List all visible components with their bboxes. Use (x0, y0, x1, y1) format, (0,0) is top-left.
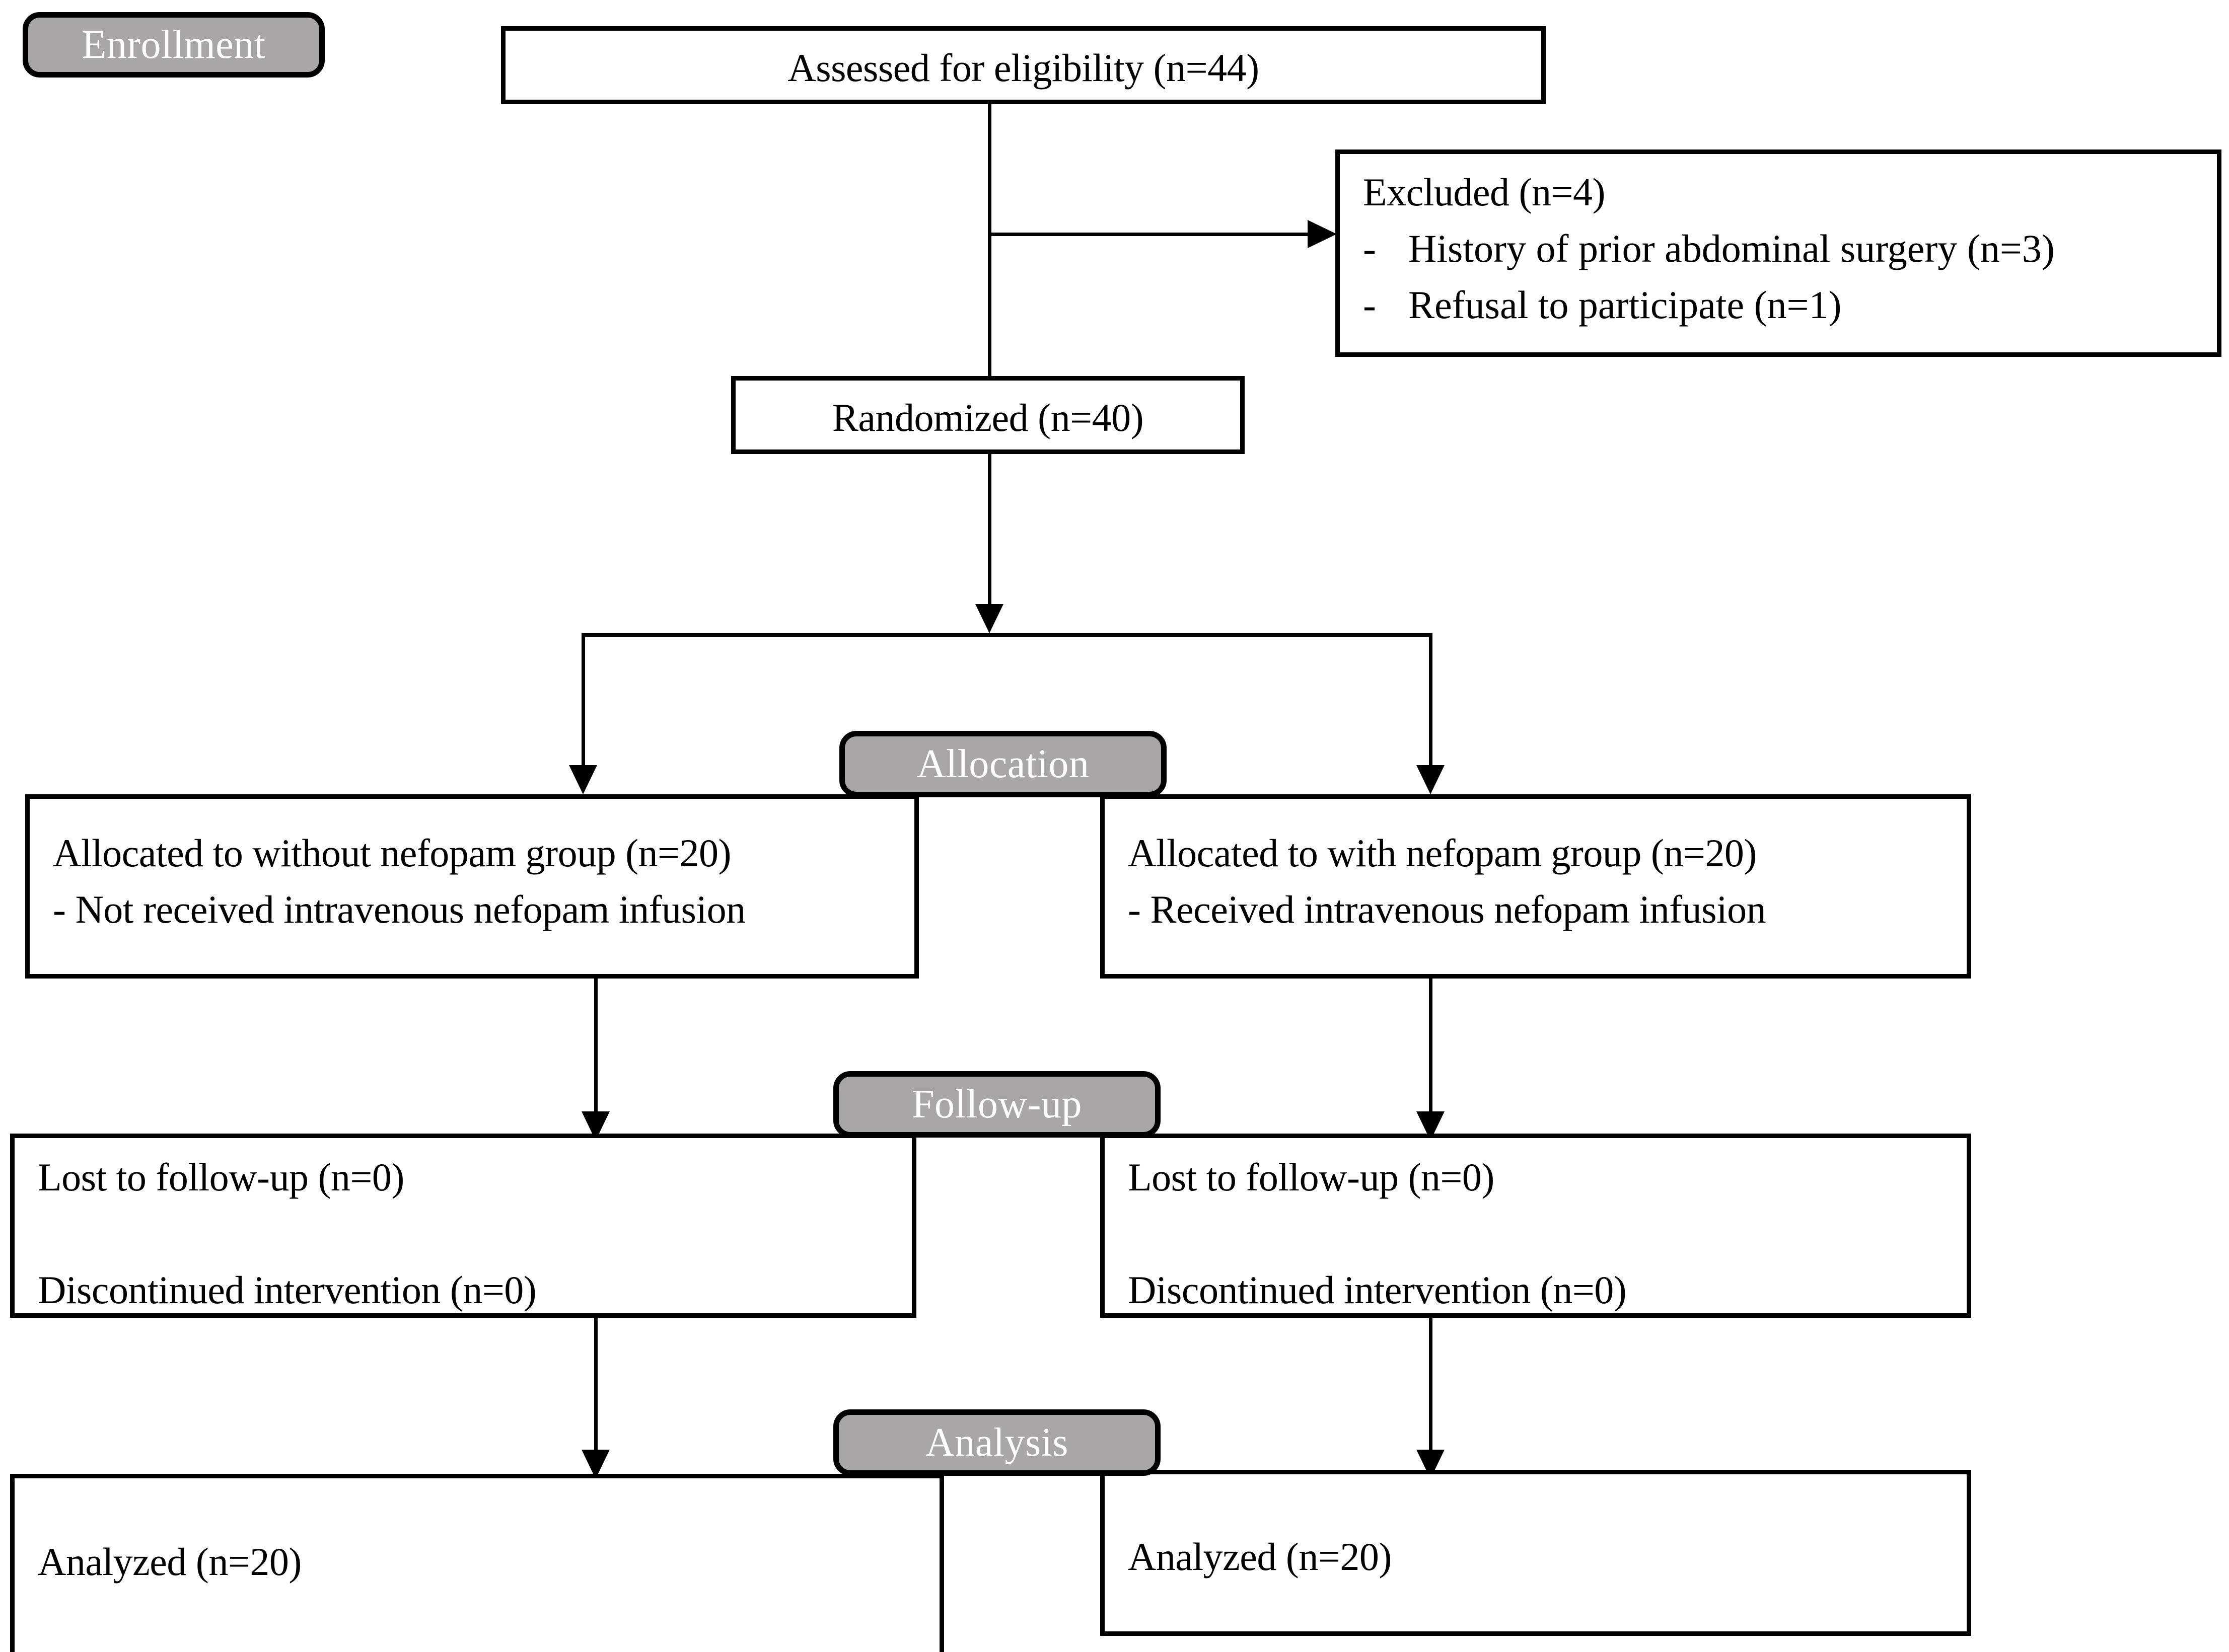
arrowhead-alloc-right (1416, 765, 1445, 794)
node-allocated-right-line1: Allocated to with nefopam group (n=20) (1128, 831, 1757, 875)
stage-pill-followup-label: Follow-up (912, 1082, 1082, 1127)
connector-followup-right-to-analysis (1429, 1318, 1432, 1460)
node-followup-left-line2: Discontinued intervention (n=0) (38, 1268, 537, 1312)
connector-split-to-alloc-left (582, 633, 585, 778)
connector-split-bar (582, 633, 1432, 637)
node-analyzed-left-text: Analyzed (n=20) (38, 1540, 302, 1584)
stage-pill-analysis: Analysis (833, 1409, 1161, 1476)
connector-randomized-to-split (988, 454, 991, 614)
excluded-reason-marker: - (1363, 283, 1376, 327)
stage-pill-allocation: Allocation (839, 731, 1167, 797)
node-allocated-right-line2: - Received intravenous nefopam infusion (1128, 887, 1766, 931)
node-followup-left-line1: Lost to follow-up (n=0) (38, 1155, 404, 1199)
stage-pill-enrollment-label: Enrollment (82, 23, 266, 67)
node-excluded: Excluded (n=4) -History of prior abdomin… (1335, 149, 2221, 357)
node-allocated-without-nefopam: Allocated to without nefopam group (n=20… (25, 794, 919, 979)
node-followup-right-line2: Discontinued intervention (n=0) (1128, 1268, 1627, 1312)
arrowhead-randomized-split (975, 604, 1003, 633)
connector-assessed-to-excluded (988, 233, 1323, 236)
node-randomized-text: Randomized (n=40) (832, 396, 1144, 439)
arrowhead-alloc-left (569, 765, 597, 794)
stage-pill-allocation-label: Allocation (916, 742, 1090, 786)
node-excluded-title: Excluded (n=4) (1363, 170, 1606, 214)
node-followup-right-line1: Lost to follow-up (n=0) (1128, 1155, 1494, 1199)
arrowhead-to-excluded (1308, 220, 1337, 248)
connector-alloc-left-to-followup (594, 979, 598, 1123)
node-allocated-with-nefopam: Allocated to with nefopam group (n=20) -… (1100, 794, 1971, 979)
connector-assessed-to-randomized (988, 104, 991, 376)
connector-split-to-alloc-right (1429, 633, 1432, 778)
node-allocated-left-line1: Allocated to without nefopam group (n=20… (53, 831, 732, 875)
node-analyzed-right-text: Analyzed (n=20) (1128, 1535, 1392, 1579)
stage-pill-enrollment: Enrollment (23, 12, 325, 78)
excluded-reason-marker: - (1363, 227, 1376, 270)
node-followup-right: Lost to follow-up (n=0) Discontinued int… (1100, 1134, 1971, 1318)
node-assessed-for-eligibility: Assessed for eligibility (n=44) (501, 26, 1546, 104)
node-followup-left: Lost to follow-up (n=0) Discontinued int… (10, 1134, 916, 1318)
excluded-reason-text: History of prior abdominal surgery (n=3) (1408, 227, 2055, 270)
connector-alloc-right-to-followup (1429, 979, 1432, 1123)
node-randomized: Randomized (n=40) (731, 376, 1245, 454)
node-allocated-left-line2: - Not received intravenous nefopam infus… (53, 887, 746, 931)
excluded-reason-text: Refusal to participate (n=1) (1408, 283, 1842, 327)
stage-pill-followup: Follow-up (833, 1071, 1161, 1138)
stage-pill-analysis-label: Analysis (925, 1420, 1068, 1465)
excluded-reason-row: -Refusal to participate (n=1) (1363, 277, 2207, 333)
excluded-reason-row: -History of prior abdominal surgery (n=3… (1363, 220, 2207, 277)
node-analyzed-right: Analyzed (n=20) (1100, 1470, 1971, 1636)
node-assessed-text: Assessed for eligibility (n=44) (787, 46, 1259, 90)
connector-followup-left-to-analysis (594, 1318, 598, 1460)
node-analyzed-left: Analyzed (n=20) (10, 1474, 944, 1652)
